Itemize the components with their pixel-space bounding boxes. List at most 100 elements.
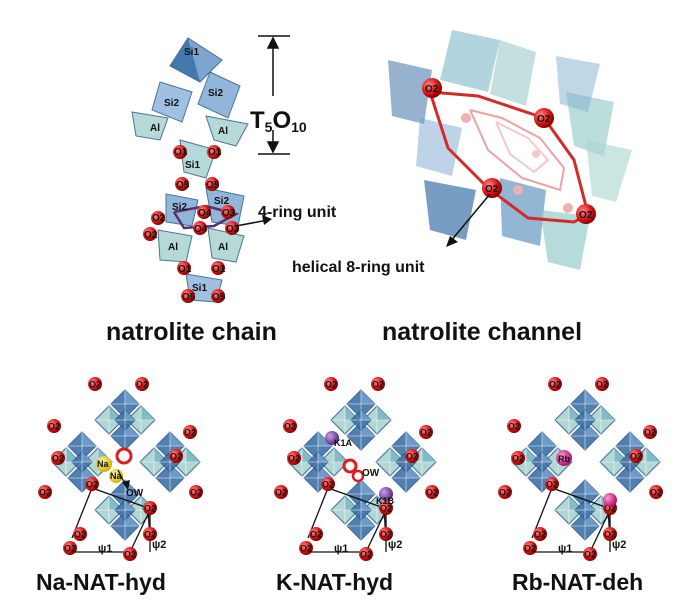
label-o4-b: O4 <box>194 224 208 235</box>
o2-atom-label: O2 <box>549 380 561 390</box>
rb-cation-label: Rb <box>558 454 570 464</box>
o2-atom-label: O2 <box>300 544 312 554</box>
psi1-label: ψ1 <box>98 543 112 555</box>
o2-atom-label: O2 <box>48 422 60 432</box>
channel-o2-label: O2 <box>485 184 499 195</box>
o2-atom-label: O2 <box>406 452 418 462</box>
label-o1-a: O1 <box>174 147 188 158</box>
t5o10-label: T5O10 <box>250 107 307 135</box>
rb-nat-deh-caption: Rb-NAT-deh <box>512 569 644 595</box>
k1b-cation-label: K1B <box>376 496 395 506</box>
o2-atom-label: O2 <box>596 380 608 390</box>
na-cation-label: Na <box>97 459 109 469</box>
label-o5-d: O5 <box>212 292 226 303</box>
o2-atom-label: O2 <box>144 530 156 540</box>
psi1-label: ψ1 <box>558 543 572 555</box>
o2-atom-label: O2 <box>288 454 300 464</box>
water-ow-label: OW <box>362 468 380 479</box>
label-al-c: Al <box>168 242 178 253</box>
psi2-label: ψ2 <box>152 539 166 551</box>
o2-atom-label: O2 <box>499 488 511 498</box>
chain-oxygen-atoms <box>143 145 239 303</box>
o2-atom-label: O2 <box>284 422 296 432</box>
label-si2-left: Si2 <box>164 98 179 109</box>
label-al-d: Al <box>218 242 228 253</box>
channel-tetrahedra <box>388 30 632 270</box>
o2-atom-label: O2 <box>52 454 64 464</box>
o2-atom-label: O2 <box>170 452 182 462</box>
natrolite-channel-panel: O2 O2 O2 O2 helical 8-ring unit <box>292 30 632 276</box>
o2-atom-label: O2 <box>275 488 287 498</box>
label-si1-top: Si1 <box>184 47 199 58</box>
o2-atom-label: O2 <box>524 544 536 554</box>
label-o4-a: O4 <box>198 208 212 219</box>
psi2-label: ψ2 <box>388 539 402 551</box>
o2-atom-label: O2 <box>184 428 196 438</box>
o2-atom-label: O2 <box>86 480 98 490</box>
o2-atom-label: O2 <box>144 504 156 514</box>
o2-atom-label: O2 <box>584 550 596 560</box>
label-o5-b: O5 <box>206 180 220 191</box>
o2-atom-label: O2 <box>546 480 558 490</box>
o2-atom-label: O2 <box>604 530 616 540</box>
water-ow-label: OW <box>126 488 144 499</box>
o2-atom-label: O2 <box>310 530 322 540</box>
o2-atom-label: O2 <box>64 544 76 554</box>
o2-atom-label: O2 <box>508 422 520 432</box>
label-o3-a: O3 <box>222 208 236 219</box>
label-si2-right: Si2 <box>208 88 223 99</box>
label-si2-c: Si2 <box>172 202 187 213</box>
k1a-cation-label: K1A <box>334 438 353 448</box>
label-o2-b: O2 <box>144 230 158 241</box>
o2-atom-label: O2 <box>426 488 438 498</box>
label-o2-a: O2 <box>152 213 166 224</box>
o2-atom-label: O2 <box>420 428 432 438</box>
o2-atom-label: O2 <box>190 488 202 498</box>
o2-atom-label: O2 <box>372 380 384 390</box>
o2-atom-label: O2 <box>512 454 524 464</box>
label-o1-b: O1 <box>208 147 222 158</box>
chain-tetrahedra <box>131 37 249 303</box>
label-o5-a: O5 <box>176 180 190 191</box>
channel-o2-label: O2 <box>425 84 439 95</box>
o2-atom-label: O2 <box>124 550 136 560</box>
natrolite-channel-caption: natrolite channel <box>382 318 583 346</box>
o2-atom-label: O2 <box>74 530 86 540</box>
helical-ring-arrow <box>446 193 491 247</box>
label-o1-d: O1 <box>212 264 226 275</box>
channel-o2-label: O2 <box>579 210 593 221</box>
label-si1-mid: Si1 <box>185 160 200 171</box>
o2-atom-label: O2 <box>380 504 392 514</box>
channel-oxygen-atoms <box>422 78 596 224</box>
four-ring-arrow <box>235 215 272 227</box>
o2-atom-label: O2 <box>644 428 656 438</box>
o2-atom-label: O2 <box>39 488 51 498</box>
helical-ring-label: helical 8-ring unit <box>292 259 425 276</box>
label-o1-c: O1 <box>178 264 192 275</box>
o2-atom-label: O2 <box>322 480 334 490</box>
label-al-left: Al <box>150 123 160 134</box>
label-si2-d: Si2 <box>214 196 229 207</box>
o2-atom-label: O2 <box>630 452 642 462</box>
four-ring-label: 4-ring unit <box>258 204 337 221</box>
t5o10-bracket <box>258 35 290 155</box>
o2-atom-label: O2 <box>89 380 101 390</box>
psi1-label: ψ1 <box>334 543 348 555</box>
label-o5-c: O5 <box>182 292 196 303</box>
natrolite-chain-caption: natrolite chain <box>106 318 277 346</box>
label-si1-bottom: Si1 <box>192 283 207 294</box>
o2-atom-label: O2 <box>325 380 337 390</box>
o2-atom-label: O2 <box>650 488 662 498</box>
o2-atom-label: O2 <box>380 530 392 540</box>
na-nat-hyd-caption: Na-NAT-hyd <box>36 569 166 595</box>
o2-atom-label: O2 <box>360 550 372 560</box>
na-cation-label: Na <box>110 471 122 481</box>
label-al-right: Al <box>218 126 228 137</box>
natrolite-chain-panel: Si1 Si2 Si2 Al Al O1 O1 Si1 O5 O5 Si2 Si… <box>131 35 337 303</box>
label-o3-b: O3 <box>226 224 240 235</box>
